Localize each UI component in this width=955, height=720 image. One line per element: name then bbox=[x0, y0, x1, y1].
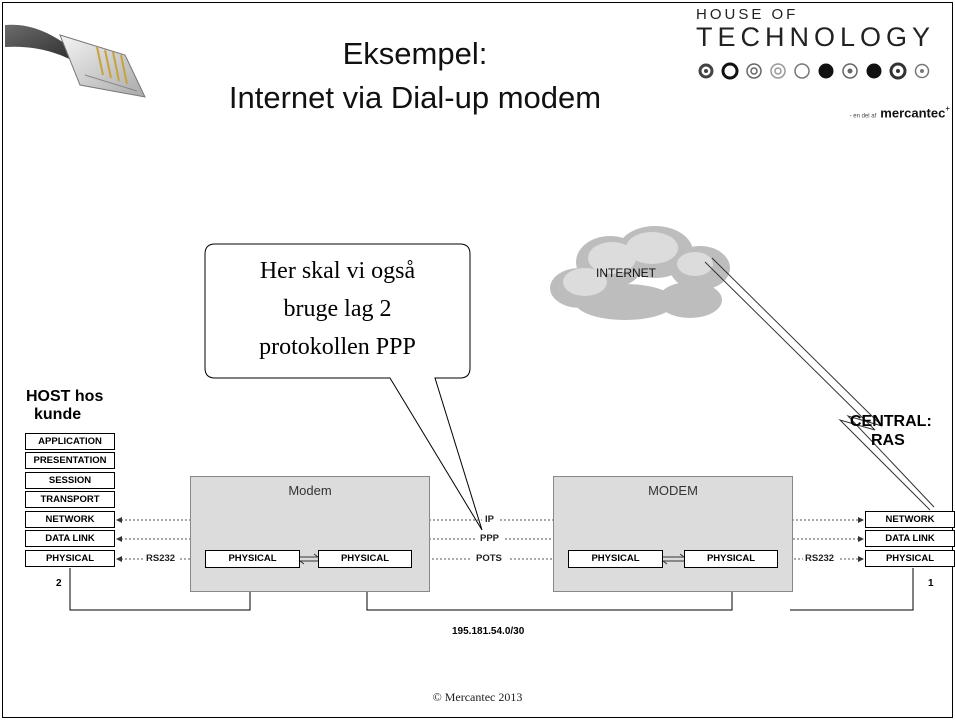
rs232-right-label: RS232 bbox=[803, 553, 837, 565]
slide-title-line1: Eksempel: bbox=[342, 36, 488, 71]
central-title-line1: CENTRAL: bbox=[850, 413, 932, 430]
central-layer-network: NETWORK bbox=[865, 511, 955, 528]
logo: HOUSE OF TECHNOLOGY - en del af mercante… bbox=[696, 4, 954, 122]
logo-brand-plus: + bbox=[945, 104, 950, 113]
modem-left-physical-b: PHYSICAL bbox=[318, 550, 412, 568]
central-modem-cable bbox=[790, 568, 914, 611]
central-layer-data-link: DATA LINK bbox=[865, 530, 955, 547]
host-layer-transport: TRANSPORT bbox=[25, 491, 115, 508]
host-number: 2 bbox=[56, 578, 62, 589]
logo-house-of: HOUSE OF bbox=[696, 6, 799, 23]
ppp-label: PPP bbox=[478, 533, 502, 545]
modem-left-physical-a: PHYSICAL bbox=[205, 550, 300, 568]
modem-left-label: Modem bbox=[288, 483, 332, 498]
modem-right-physical-b: PHYSICAL bbox=[684, 550, 778, 568]
slide-title-line2: Internet via Dial-up modem bbox=[228, 80, 602, 115]
modem-left-internal-link-icon bbox=[300, 553, 318, 565]
host-layer-data-link: DATA LINK bbox=[25, 530, 115, 547]
callout-text-line3: protokollen PPP bbox=[259, 334, 416, 360]
footer-copyright: © Mercantec 2013 bbox=[432, 690, 523, 704]
logo-technology: TECHNOLOGY bbox=[696, 22, 936, 52]
ip-label: IP bbox=[483, 514, 496, 526]
modem-right-physical-a: PHYSICAL bbox=[568, 550, 663, 568]
host-title-line1: HOST hos bbox=[26, 388, 104, 405]
network-connector-icon bbox=[5, 24, 146, 98]
wan-link-line-2 bbox=[711, 257, 935, 508]
host-layer-presentation: PRESENTATION bbox=[25, 452, 115, 469]
rs232-left-label: RS232 bbox=[144, 553, 178, 565]
internet-cloud-icon bbox=[550, 226, 730, 320]
host-layer-network: NETWORK bbox=[25, 511, 115, 528]
modem-right: MODEM bbox=[553, 476, 793, 592]
network-address-label: 195.181.54.0/30 bbox=[452, 626, 525, 637]
callout-bubble bbox=[204, 243, 483, 531]
host-title-line2: kunde bbox=[34, 406, 82, 423]
modem-right-label: MODEM bbox=[648, 483, 698, 498]
logo-tagline: - en del af mercantec+ bbox=[850, 104, 950, 122]
central-title-line2: RAS bbox=[871, 432, 905, 449]
central-layer-physical: PHYSICAL bbox=[865, 550, 955, 567]
pots-label: POTS bbox=[474, 553, 504, 565]
host-layer-session: SESSION bbox=[25, 472, 115, 489]
modem-right-internal-link-icon bbox=[663, 553, 684, 565]
modem-left: Modem bbox=[190, 476, 430, 592]
callout-text-line2: bruge lag 2 bbox=[283, 296, 392, 322]
wan-link-line bbox=[704, 261, 931, 511]
host-layer-application: APPLICATION bbox=[25, 433, 115, 450]
logo-brand: mercantec bbox=[880, 105, 946, 121]
logo-tagline-small: - en del af bbox=[849, 113, 877, 120]
central-number: 1 bbox=[928, 578, 934, 589]
internet-label: INTERNET bbox=[596, 266, 656, 280]
callout-text-line1: Her skal vi også bbox=[259, 258, 416, 284]
logo-dots-icon bbox=[698, 62, 930, 80]
host-layer-physical: PHYSICAL bbox=[25, 550, 115, 567]
